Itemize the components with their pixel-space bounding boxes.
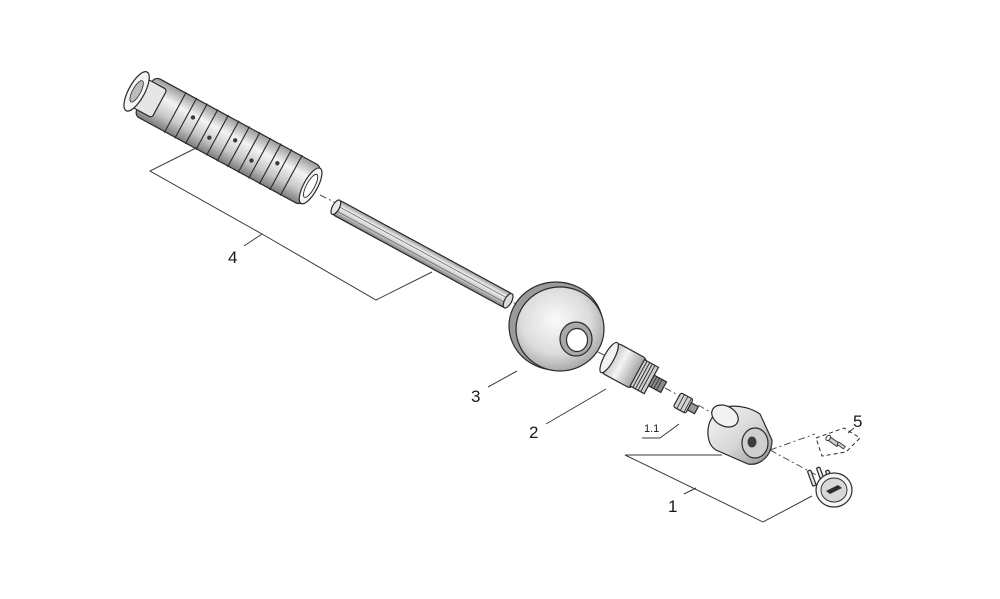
handle-knob xyxy=(707,404,773,465)
callout-1: 1 xyxy=(668,497,677,516)
leader-lines xyxy=(148,146,855,523)
callout-1-1: 1.1 xyxy=(644,423,659,435)
callout-5: 5 xyxy=(853,412,862,431)
callout-labels: 4 3 2 1.1 1 5 xyxy=(228,248,862,516)
callout-3: 3 xyxy=(471,387,480,406)
index-cap xyxy=(807,466,853,508)
extension-spindle-rod xyxy=(330,199,514,309)
screw-set xyxy=(815,427,861,457)
adapter-1-1 xyxy=(673,392,700,415)
callout-4: 4 xyxy=(228,248,237,267)
wall-rosette xyxy=(508,281,605,372)
threaded-extension-sleeve xyxy=(123,71,323,205)
cartridge-headpart xyxy=(599,341,668,395)
callout-2: 2 xyxy=(529,423,538,442)
